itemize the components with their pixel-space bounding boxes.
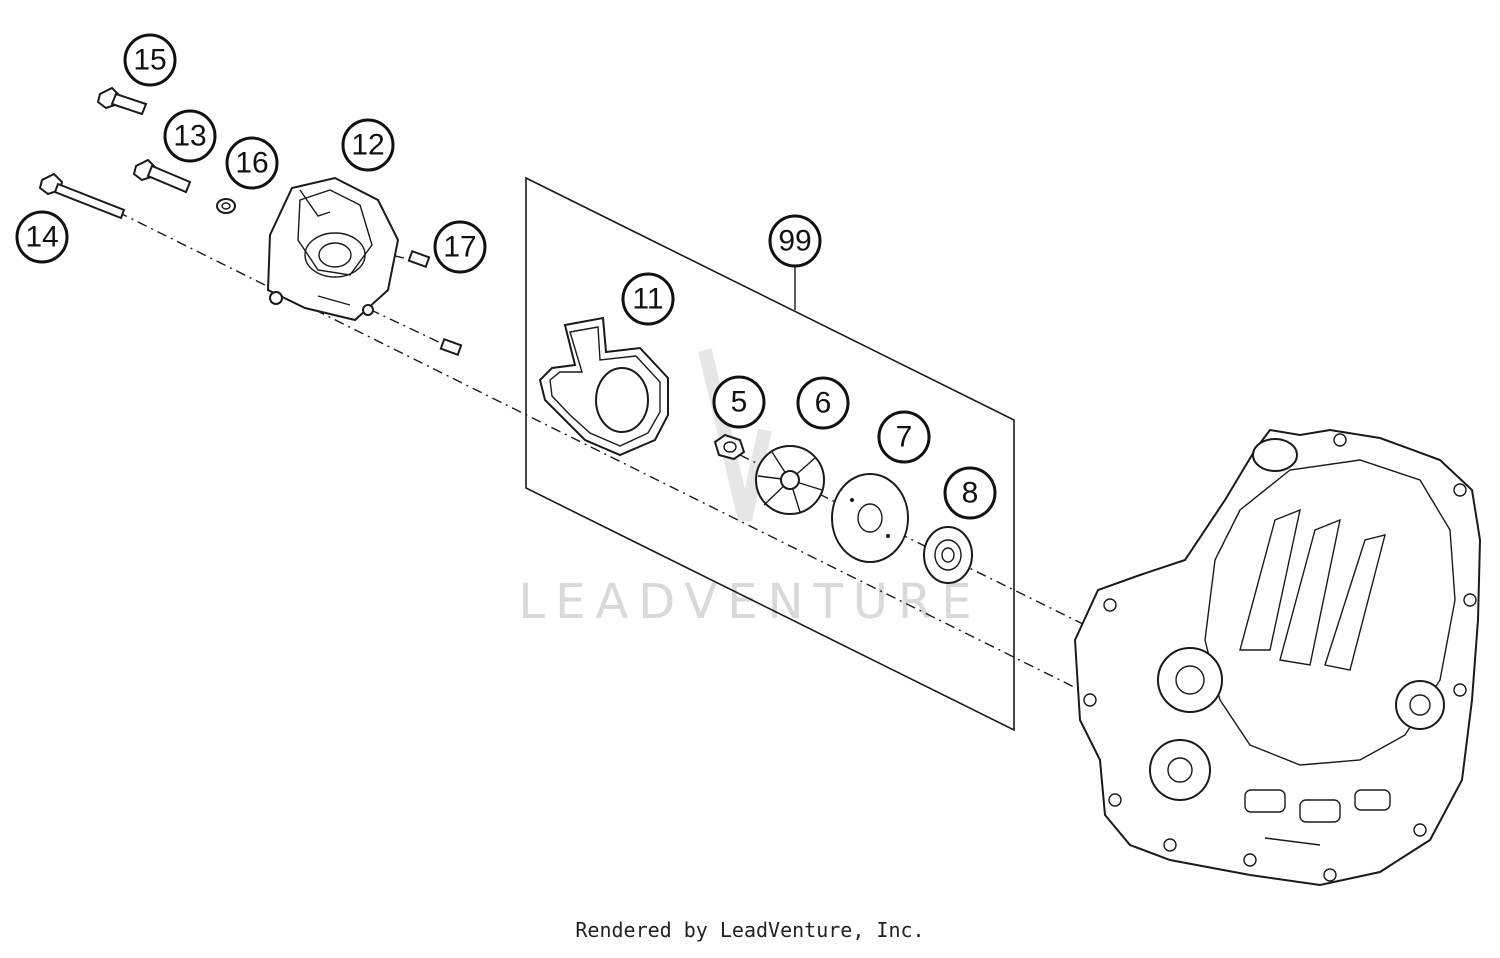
callout-15: 15 <box>123 33 177 87</box>
dowel-pin-lower <box>439 337 463 357</box>
callout-7: 7 <box>877 410 931 464</box>
watermark-logo: LEADVENTURE <box>518 348 981 630</box>
impeller-6 <box>755 445 825 515</box>
nut-5 <box>713 433 746 461</box>
water-pump-cover-12 <box>266 176 400 322</box>
callout-14: 14 <box>15 210 69 264</box>
bolt-13 <box>132 158 192 194</box>
washer-16 <box>216 198 236 214</box>
kit-frame <box>525 176 1015 732</box>
callout-5: 5 <box>712 375 766 429</box>
svg-text:6: 6 <box>815 387 832 420</box>
gasket-11 <box>538 316 669 457</box>
svg-text:14: 14 <box>25 221 58 254</box>
axis-line-dowel <box>349 299 446 346</box>
svg-text:17: 17 <box>443 231 476 264</box>
clutch-cover-housing <box>1073 428 1482 887</box>
svg-text:16: 16 <box>235 147 268 180</box>
svg-text:13: 13 <box>173 120 206 153</box>
bolt-14 <box>38 172 126 220</box>
callout-13: 13 <box>163 109 217 163</box>
svg-text:12: 12 <box>351 129 384 162</box>
callout-99: 99 <box>768 214 822 268</box>
impeller-shaft-disk-7 <box>831 473 909 563</box>
shaft-seal-8 <box>923 526 973 584</box>
axis-line-shaft <box>739 454 1086 626</box>
bolt-15 <box>96 86 148 116</box>
dowel-pin-17 <box>407 249 431 269</box>
svg-text:15: 15 <box>133 44 166 77</box>
svg-text:7: 7 <box>896 421 913 454</box>
svg-text:11: 11 <box>632 283 663 316</box>
svg-text:99: 99 <box>778 225 811 258</box>
footer-credit: Rendered by LeadVenture, Inc. <box>575 918 925 942</box>
svg-text:5: 5 <box>731 386 748 419</box>
callout-6: 6 <box>796 376 850 430</box>
svg-text:8: 8 <box>962 477 979 510</box>
callout-11: 11 <box>621 272 675 326</box>
callout-17: 17 <box>433 220 487 274</box>
watermark-text: LEADVENTURE <box>518 574 981 630</box>
callout-8: 8 <box>943 466 997 520</box>
callout-12: 12 <box>341 118 395 172</box>
callout-16: 16 <box>225 136 279 190</box>
